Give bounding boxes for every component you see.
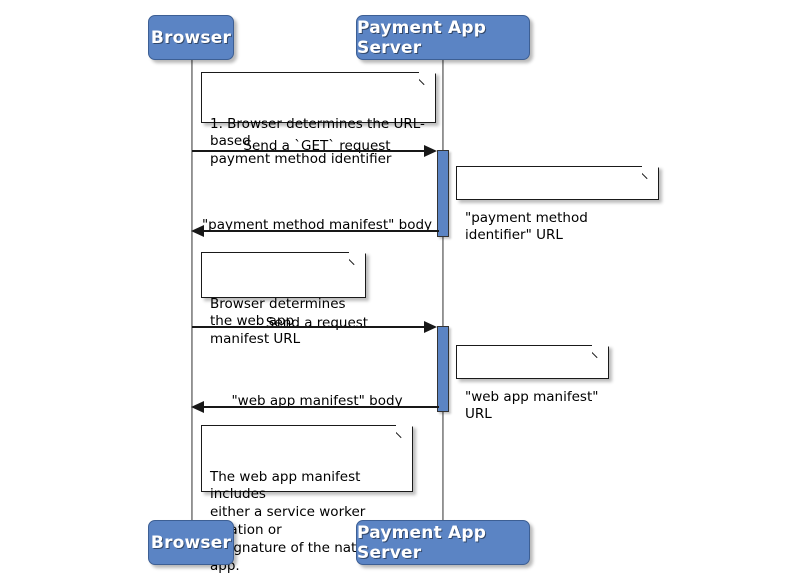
note-fold-icon	[419, 71, 437, 89]
message-arrowhead-web-app-manifest-body	[191, 401, 204, 413]
message-line-web-app-manifest-body	[198, 406, 439, 408]
message-label-send-a-request-text: Send a request	[265, 315, 369, 331]
note-web-app-manifest-url: "web app manifest" URL	[456, 344, 610, 422]
lifeline-browser	[191, 60, 193, 520]
participant-payment-app-server-top[interactable]: Payment App Server	[356, 15, 530, 60]
message-arrowhead-payment-method-manifest-body	[191, 225, 204, 237]
participant-payment-app-server-bottom-label: Payment App Server	[357, 522, 487, 563]
message-label-web-app-manifest-body-text: "web app manifest" body	[231, 393, 403, 409]
lifeline-payment-app-server	[442, 60, 444, 520]
participant-browser-top-label: Browser	[150, 27, 232, 48]
note-fold-icon	[349, 251, 367, 269]
note-browser-determines-identifier: 1. Browser determines the URL-based paym…	[201, 71, 437, 167]
note-browser-determines-identifier-text: 1. Browser determines the URL-based paym…	[210, 115, 425, 168]
message-line-payment-method-manifest-body	[198, 230, 439, 232]
message-arrowhead-send-a-request	[424, 321, 437, 333]
note-fold-icon	[642, 165, 660, 183]
note-web-app-manifest-includes: The web app manifest includes either a s…	[201, 424, 414, 574]
note-browser-determines-web-app-manifest-url-text: Browser determines the web app manifest …	[210, 295, 346, 348]
message-label-payment-method-manifest-body: "payment method manifest" body	[192, 217, 442, 233]
message-label-send-a-request: Send a request	[192, 315, 442, 331]
message-label-payment-method-manifest-body-text: "payment method manifest" body	[201, 217, 433, 233]
activation-bar-server-1	[437, 150, 449, 237]
note-web-app-manifest-includes-text: The web app manifest includes either a s…	[210, 468, 376, 574]
message-arrowhead-send-get-request	[424, 145, 437, 157]
message-line-send-a-request	[192, 326, 429, 328]
activation-bar-server-2	[437, 326, 449, 412]
participant-browser-bottom[interactable]: Browser	[148, 520, 234, 565]
note-payment-method-identifier-url-text: "payment method identifier" URL	[465, 209, 588, 244]
message-line-send-get-request	[192, 150, 429, 152]
note-web-app-manifest-url-text: "web app manifest" URL	[465, 388, 599, 423]
message-label-web-app-manifest-body: "web app manifest" body	[192, 393, 442, 409]
participant-payment-app-server-bottom[interactable]: Payment App Server	[356, 520, 530, 565]
note-browser-determines-web-app-manifest-url: Browser determines the web app manifest …	[201, 251, 367, 347]
participant-browser-bottom-label: Browser	[150, 532, 232, 553]
note-fold-icon	[592, 344, 610, 362]
note-fold-icon	[396, 424, 414, 442]
participant-payment-app-server-top-label: Payment App Server	[357, 17, 487, 58]
participant-browser-top[interactable]: Browser	[148, 15, 234, 60]
note-payment-method-identifier-url: "payment method identifier" URL	[456, 165, 660, 243]
